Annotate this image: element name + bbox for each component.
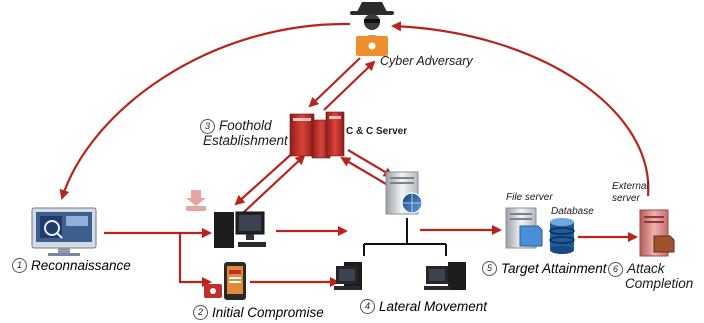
step-label: Target Attainment [501, 261, 607, 276]
database-icon [549, 218, 575, 254]
step-label: Lateral Movement [379, 299, 488, 314]
arrow-webserver-to-cc [340, 156, 387, 185]
step-foothold-establishment: 3 Foothold Establishment [200, 118, 288, 148]
arc-adversary-to-recon [59, 22, 351, 200]
workstation-icon [424, 262, 466, 290]
arrow-cc-to-workstation [234, 149, 297, 206]
adversary-label: Cyber Adversary [380, 54, 473, 68]
step-number: 6 [608, 262, 623, 277]
file-server-label: File server [506, 192, 553, 203]
step-target-attainment: 5 Target Attainment [482, 261, 607, 276]
step-number: 3 [200, 119, 215, 134]
download-icon [186, 190, 206, 211]
branch-to-phone [178, 233, 212, 287]
step-number: 1 [12, 258, 27, 273]
workstation-icon [214, 211, 266, 248]
step-initial-compromise: 2 Initial Compromise [193, 305, 324, 320]
step-number: 4 [360, 299, 375, 314]
step-number: 2 [193, 305, 208, 320]
step-attack-completion: 6 Attack Completion [608, 261, 693, 291]
step-lateral-movement: 4 Lateral Movement [360, 299, 487, 314]
cc-server-label: C & C Server [346, 126, 408, 137]
lateral-network-tree [363, 218, 447, 256]
step-label: Foothold Establishment [203, 118, 288, 148]
step-label: Reconnaissance [31, 258, 131, 273]
external-server-icon [639, 209, 675, 257]
arrow-cc-to-adversary [323, 60, 376, 111]
hacker-icon [350, 2, 394, 56]
workstation-icon [334, 262, 362, 290]
step-reconnaissance: 1 Reconnaissance [12, 258, 131, 273]
arc-external-to-adversary [391, 21, 650, 197]
arrow-cc-to-webserver [347, 149, 394, 178]
monitor-icon [31, 207, 97, 256]
database-label: Database [551, 206, 594, 217]
web-server-icon [385, 171, 423, 215]
external-server-label: External server [612, 181, 649, 204]
smartphone-icon [224, 262, 246, 300]
file-server-icon [505, 207, 543, 249]
arrow-workstation-to-cc [243, 154, 306, 213]
step-number: 5 [482, 261, 497, 276]
arrow-adversary-to-cc [308, 57, 361, 108]
step-label: Initial Compromise [212, 305, 324, 320]
malware-tag-icon [204, 284, 222, 298]
cc-server-icon [289, 111, 345, 159]
step-label: Attack Completion [625, 261, 694, 291]
